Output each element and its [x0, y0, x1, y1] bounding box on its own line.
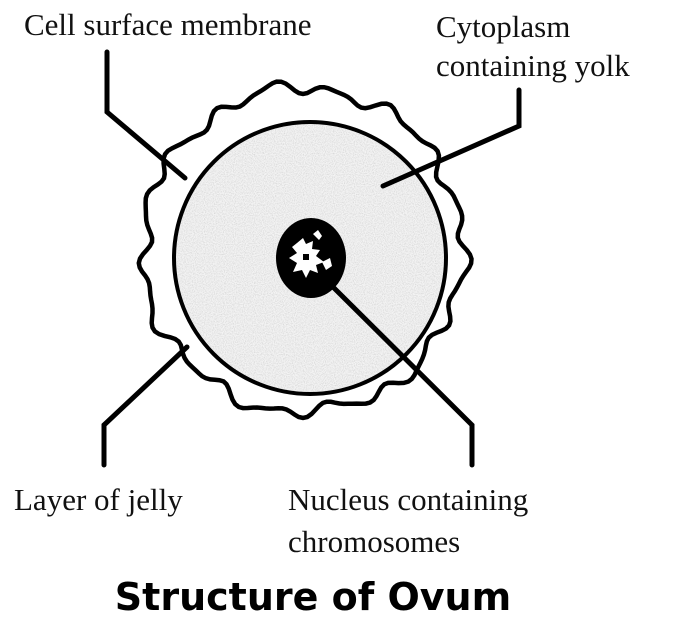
cell-surface-membrane — [172, 120, 448, 396]
leader-line-jelly — [101, 344, 190, 468]
label-nucleus-line1: Nucleus containing — [288, 482, 528, 517]
leader-line-nucleus — [330, 284, 475, 468]
leader-line-cell-membrane — [104, 49, 188, 181]
leader-line-cytoplasm — [380, 87, 522, 189]
label-cytoplasm-line2: containing yolk — [436, 48, 630, 83]
chromosomes — [289, 230, 332, 278]
diagram-title: Structure of Ovum — [115, 575, 511, 619]
label-nucleus-line2: chromosomes — [288, 524, 460, 559]
label-cell-surface-membrane: Cell surface membrane — [24, 7, 311, 42]
label-cytoplasm-line1: Cytoplasm — [436, 9, 570, 44]
label-layer-of-jelly: Layer of jelly — [14, 482, 183, 517]
